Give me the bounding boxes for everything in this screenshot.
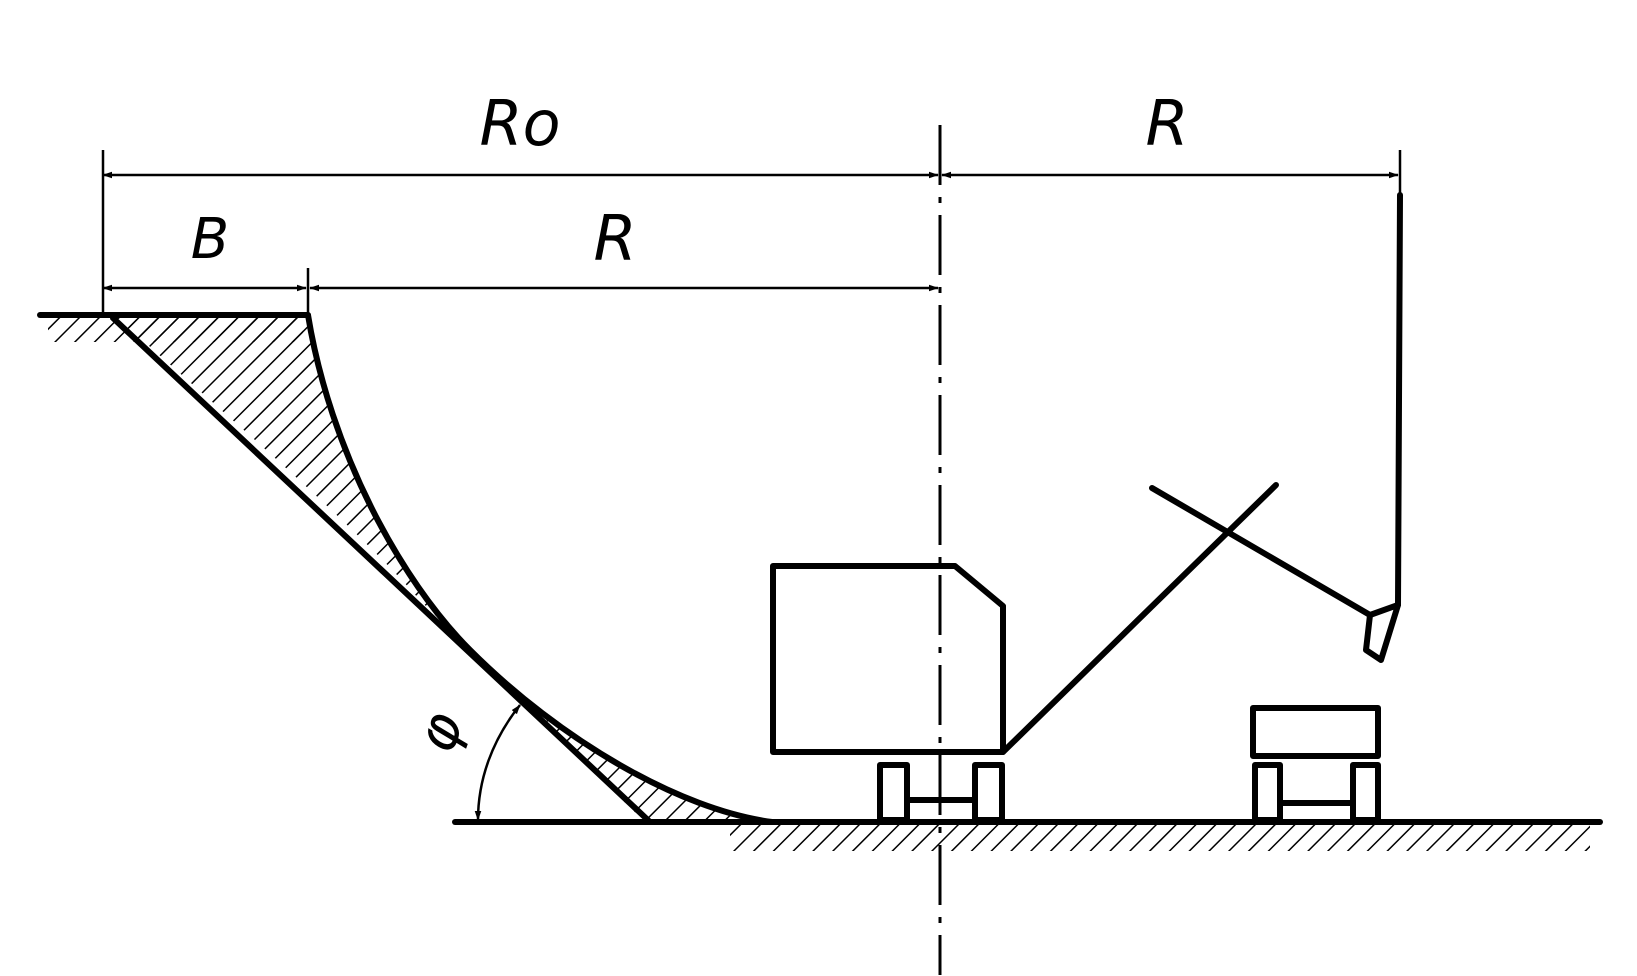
truck-wheel-left bbox=[1252, 762, 1283, 823]
label-offset: B bbox=[191, 207, 229, 272]
hoist-cable bbox=[1395, 192, 1403, 608]
excavator-track-left bbox=[877, 762, 910, 823]
excavator-cab bbox=[770, 563, 1006, 755]
label-radius-lower: R bbox=[593, 202, 636, 275]
dimension-lines bbox=[101, 150, 1402, 315]
angle-indicator bbox=[455, 704, 540, 824]
excavator-track-right bbox=[972, 762, 1005, 823]
truck-wheel-right bbox=[1350, 762, 1381, 823]
excavator-stick bbox=[1149, 485, 1373, 618]
label-angle: φ bbox=[403, 704, 477, 761]
label-radius-upper: R bbox=[1145, 87, 1188, 160]
excavation-slope bbox=[110, 312, 775, 825]
lower-ground bbox=[452, 819, 1603, 851]
truck bbox=[1250, 705, 1381, 823]
excavator-boom bbox=[1000, 482, 1279, 755]
label-outer-radius: Ro bbox=[479, 87, 560, 160]
truck-body bbox=[1250, 705, 1381, 759]
excavator bbox=[770, 192, 1403, 823]
excavator-bucket bbox=[1363, 602, 1401, 663]
